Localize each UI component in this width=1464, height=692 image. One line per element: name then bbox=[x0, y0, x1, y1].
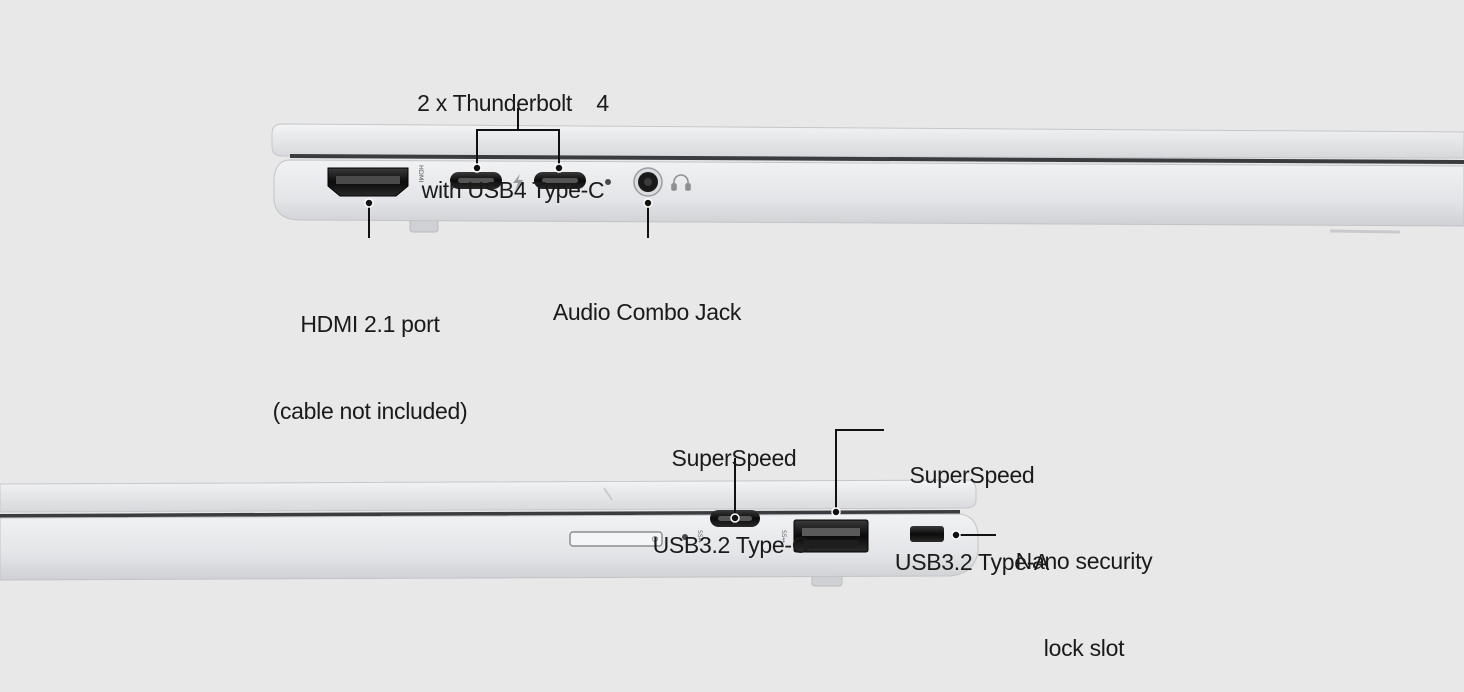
usb-c-label-line2: USB3.2 Type-C- bbox=[652, 532, 816, 558]
thunderbolt-icon bbox=[513, 174, 523, 191]
thunderbolt-label: 2 x Thunderbolt 4 with USB4 Type-C bbox=[398, 31, 628, 234]
audio-label: Audio Combo Jack bbox=[527, 240, 767, 356]
laptop-right-side: SS↔ SS↔ bbox=[0, 479, 979, 587]
headset-icon bbox=[671, 174, 691, 191]
led-indicator bbox=[605, 179, 611, 185]
laptop-left-side: HDMI bbox=[271, 123, 1464, 234]
callout-dot bbox=[831, 507, 841, 517]
lid-seam bbox=[0, 510, 961, 518]
lock-label-line2: lock slot bbox=[1043, 635, 1125, 661]
laptop-illustration: HDMI bbox=[0, 108, 1464, 587]
callout-dot bbox=[643, 198, 653, 208]
usb-a-callout-line bbox=[835, 429, 884, 512]
lid-seam bbox=[289, 154, 1464, 164]
callout-dot bbox=[730, 513, 740, 523]
usb-c-label: SuperSpeed USB3.2 Type-C- bbox=[624, 386, 844, 589]
hdmi-port bbox=[327, 167, 409, 197]
led-indicator bbox=[682, 534, 688, 540]
thunderbolt-label-line1: 2 x Thunderbolt 4 bbox=[417, 90, 609, 116]
thunderbolt-callout-lines bbox=[476, 108, 560, 168]
security-lock-slot bbox=[910, 526, 944, 542]
callout-dot bbox=[554, 163, 564, 173]
ss-logo-text: SS↔ bbox=[780, 530, 787, 543]
product-diagram: HDMI bbox=[0, 31, 1464, 661]
lock-label-line1: Nano security bbox=[1015, 548, 1153, 574]
hdmi-label: HDMI 2.1 port (cable not included) bbox=[250, 252, 490, 455]
audio-jack bbox=[633, 167, 663, 197]
usb-a-label: SuperSpeed USB3.2 Type-A bbox=[866, 403, 1078, 606]
usb-a-label-line2: USB3.2 Type-A bbox=[894, 549, 1050, 575]
audio-label-line1: Audio Combo Jack bbox=[552, 299, 742, 325]
usb-a-port bbox=[793, 519, 869, 553]
ss-logo-text: SS↔ bbox=[696, 530, 703, 543]
sd-card-slot bbox=[569, 531, 663, 547]
lock-label: Nano security lock slot bbox=[994, 489, 1174, 692]
callout-dot bbox=[472, 163, 482, 173]
callout-dot bbox=[951, 530, 961, 540]
lid bbox=[271, 123, 1464, 159]
usb-a-label-line1: SuperSpeed bbox=[909, 462, 1035, 488]
thunderbolt-label-line2: with USB4 Type-C bbox=[421, 177, 605, 203]
usb-c-label-line1: SuperSpeed bbox=[671, 445, 797, 471]
base bbox=[0, 513, 979, 581]
lid bbox=[0, 479, 977, 513]
hdmi-label-line2: (cable not included) bbox=[272, 398, 468, 424]
hdmi-logo-text: HDMI bbox=[417, 165, 425, 183]
hdmi-label-line1: HDMI 2.1 port bbox=[300, 311, 440, 337]
callout-dot bbox=[364, 198, 374, 208]
